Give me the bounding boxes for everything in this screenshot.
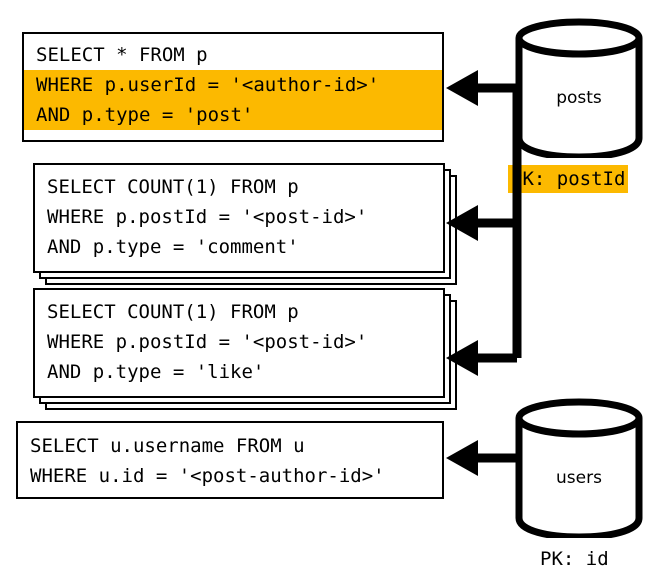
query-box-likes-count[interactable]: SELECT COUNT(1) FROM p WHERE p.postId = … [33, 288, 445, 398]
query-line-highlighted: AND p.type = 'post' [24, 100, 442, 130]
pk-value-text: postId [545, 168, 626, 190]
datastore-posts[interactable]: posts [513, 18, 645, 161]
database-cylinder-icon [515, 398, 643, 541]
query-box-posts-list[interactable]: SELECT * FROM p WHERE p.userId = '<autho… [22, 32, 444, 142]
query-line: SELECT u.username FROM u [30, 435, 305, 457]
query-box-comments-count[interactable]: SELECT COUNT(1) FROM p WHERE p.postId = … [33, 163, 445, 273]
database-cylinder-icon [515, 18, 643, 161]
pk-key-text: PK: [511, 168, 546, 190]
query-line: WHERE u.id = '<post-author-id>' [30, 465, 385, 487]
pk-key-text: PK: [540, 548, 575, 570]
connector-users-to-username-query [446, 440, 517, 476]
datastore-users[interactable]: users [513, 398, 645, 541]
query-line: AND p.type = 'comment' [47, 236, 299, 258]
query-line: WHERE p.postId = '<post-id>' [47, 331, 368, 353]
query-line: WHERE p.postId = '<post-id>' [47, 206, 368, 228]
query-box-username-lookup[interactable]: SELECT u.username FROM u WHERE u.id = '<… [16, 421, 444, 499]
query-line: SELECT COUNT(1) FROM p [47, 176, 299, 198]
query-line: SELECT * FROM p [36, 44, 208, 66]
query-line: AND p.type = 'like' [47, 361, 265, 383]
pk-value-text: id [574, 548, 609, 570]
query-line-highlighted: WHERE p.userId = '<author-id>' [24, 70, 442, 100]
query-line: SELECT COUNT(1) FROM p [47, 301, 299, 323]
primary-key-label-posts: PK: postId [508, 165, 629, 193]
primary-key-label-users: PK: id [537, 545, 612, 573]
